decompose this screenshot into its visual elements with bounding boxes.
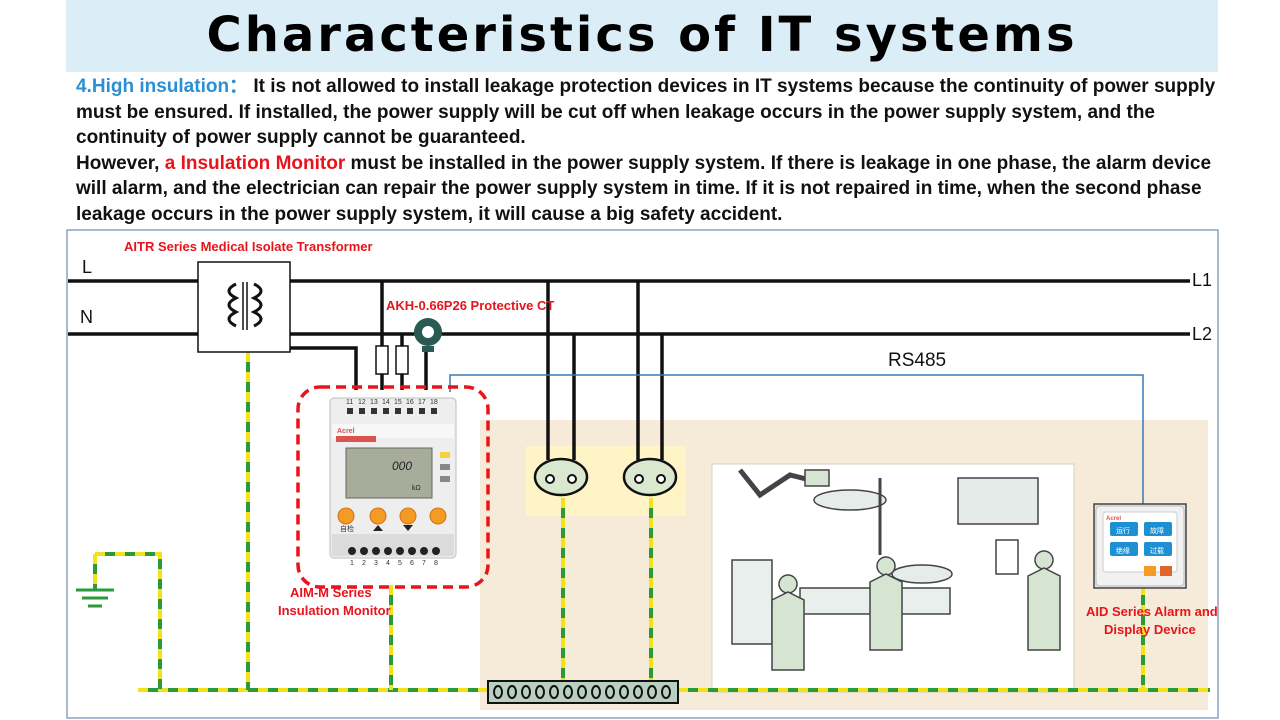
alarm-label-line2: Display Device xyxy=(1104,622,1196,637)
paragraph-monitor-text: must be installed in the power supply sy… xyxy=(76,152,1212,225)
terminal-bottom-4: 4 xyxy=(386,560,390,567)
monitor-display-unit: kΩ xyxy=(412,485,421,492)
terminal-bottom-6: 6 xyxy=(410,560,414,567)
monitor-highlight-frame xyxy=(296,385,490,589)
fuse-1 xyxy=(375,345,389,375)
alarm-display-device xyxy=(1095,505,1185,587)
title-bar: Characteristics of IT systems xyxy=(66,0,1218,72)
paragraph-insulation-text: It is not allowed to install leakage pro… xyxy=(76,76,1216,149)
rs485-line xyxy=(449,374,1144,505)
terminal-top-13: 13 xyxy=(370,399,378,406)
paragraph-prefix: However, xyxy=(76,152,165,174)
terminal-top-15: 15 xyxy=(394,399,402,406)
alarm-btn-overload: 过载 xyxy=(1150,546,1164,555)
terminal-bottom-1: 1 xyxy=(350,560,354,567)
monitor-arrow-icons xyxy=(373,525,413,531)
terminal-top-17: 17 xyxy=(418,399,426,406)
terminal-bottom-7: 7 xyxy=(422,560,426,567)
terminal-bottom-8: 8 xyxy=(434,560,438,567)
fuse-2 xyxy=(395,345,409,375)
transformer-label: AITR Series Medical Isolate Transformer xyxy=(124,239,373,254)
terminal-top-14: 14 xyxy=(382,399,390,406)
alarm-panel-brand: Acrel xyxy=(1106,516,1121,522)
isolation-transformer xyxy=(197,261,291,353)
ground-symbol-icon xyxy=(76,588,114,608)
paragraph-monitor: However, a Insulation Monitor must be in… xyxy=(76,151,1216,228)
terminal-top-11: 11 xyxy=(346,399,353,406)
monitor-terminal-bottom-numbers: 1 2 3 4 5 6 7 8 xyxy=(350,560,438,567)
socket-2-icon xyxy=(622,457,678,497)
paragraph-label: 4.High insulation： xyxy=(76,76,249,97)
line-out-l1: L1 xyxy=(1192,270,1212,290)
terminal-bottom-5: 5 xyxy=(398,560,402,567)
line-in-n: N xyxy=(80,307,93,327)
ct-label: AKH-0.66P26 Protective CT xyxy=(386,298,554,313)
alarm-btn-run: 运行 xyxy=(1116,526,1130,535)
alarm-btn-fault: 故障 xyxy=(1150,526,1164,535)
terminal-top-16: 16 xyxy=(406,399,414,406)
monitor-display-value: 000 xyxy=(392,459,412,473)
socket-1-icon xyxy=(533,457,589,497)
protective-ct xyxy=(414,318,442,352)
terminal-bottom-3: 3 xyxy=(374,560,378,567)
alarm-btn-insulation: 绝缘 xyxy=(1116,546,1130,555)
rs485-label: RS485 xyxy=(888,350,946,371)
monitor-brand: Acrel xyxy=(337,428,355,435)
monitor-label-line1: AIM-M Series xyxy=(290,585,372,600)
monitor-terminal-top-numbers: 11 12 13 14 15 16 17 18 xyxy=(346,399,438,406)
terminal-bottom-2: 2 xyxy=(362,560,366,567)
terminal-top-12: 12 xyxy=(358,399,366,406)
insulation-monitor-highlight: a Insulation Monitor xyxy=(164,152,346,174)
grounding-terminal-bar xyxy=(487,680,679,704)
monitor-label-line2: Insulation Monitor xyxy=(278,603,391,618)
terminal-top-18: 18 xyxy=(430,399,438,406)
monitor-button-label: 自检 xyxy=(340,524,354,533)
body-text: 4.High insulation： It is not allowed to … xyxy=(76,74,1216,228)
line-out-l2: L2 xyxy=(1192,324,1212,344)
paragraph-insulation: 4.High insulation： It is not allowed to … xyxy=(76,74,1216,151)
page-title: Characteristics of IT systems xyxy=(206,7,1078,63)
alarm-label-line1: AID Series Alarm and xyxy=(1086,604,1218,619)
line-in-l: L xyxy=(82,257,92,277)
insulation-monitor-device xyxy=(329,397,457,559)
diagram-frame xyxy=(66,229,1219,719)
